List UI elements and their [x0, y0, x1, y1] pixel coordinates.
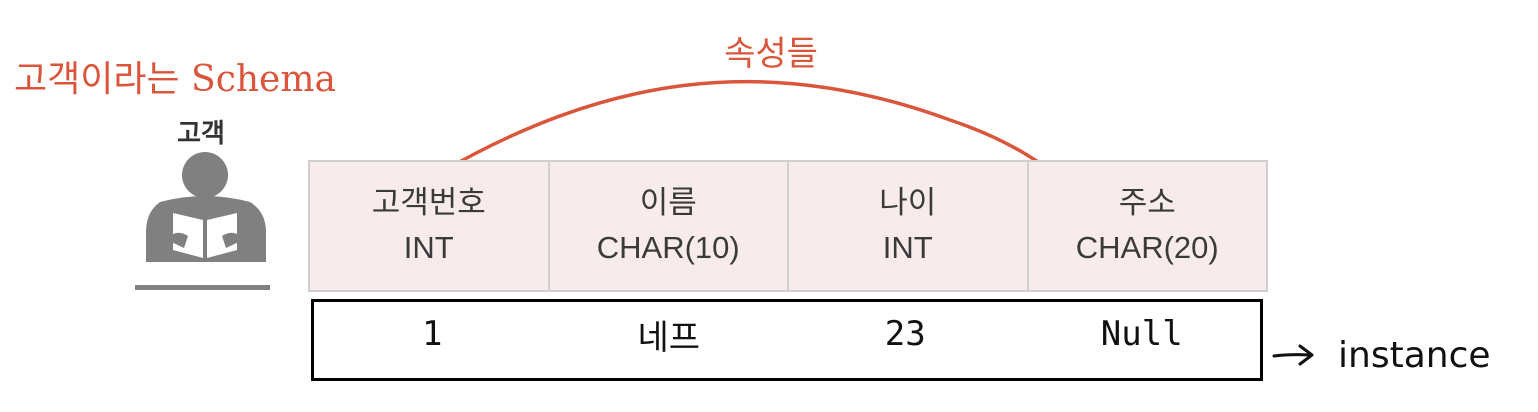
column-type: CHAR(20) [1075, 230, 1219, 265]
column-name: 주소 [1118, 185, 1176, 221]
person-reading-icon [135, 152, 270, 290]
column-name: 나이 [879, 185, 937, 221]
column-type: CHAR(10) [596, 230, 740, 265]
instance-value-name: 네프 [637, 317, 701, 358]
column-type: INT [403, 230, 454, 265]
instance-row: 1 네프 23 Null [311, 299, 1263, 381]
schema-column-name: 이름 CHAR(10) [550, 162, 789, 290]
column-name: 고객번호 [371, 185, 486, 221]
instance-annotation: instance [1338, 335, 1491, 376]
attributes-annotation: 속성들 [724, 34, 818, 74]
schema-annotation: 고객이라는 Schema [14, 59, 336, 100]
schema-column-customer-id: 고객번호 INT [310, 162, 550, 290]
column-type: INT [882, 230, 933, 265]
column-name: 이름 [639, 185, 697, 221]
schema-table: 고객번호 INT 이름 CHAR(10) 나이 INT 주소 CHAR(20) [308, 160, 1268, 292]
arrow-right-icon [1272, 344, 1314, 366]
schema-column-address: 주소 CHAR(20) [1029, 162, 1267, 290]
entity-name: 고객 [177, 119, 225, 149]
instance-value-address: Null [1100, 314, 1183, 354]
schema-column-age: 나이 INT [789, 162, 1029, 290]
instance-value-age: 23 [884, 314, 926, 354]
instance-value-customer-id: 1 [422, 314, 443, 354]
